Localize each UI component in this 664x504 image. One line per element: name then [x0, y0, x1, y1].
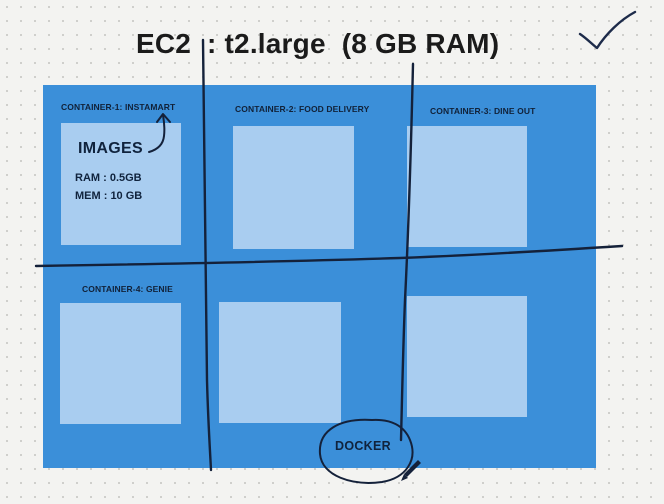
images-annotation: IMAGES: [78, 140, 143, 157]
container-3-label: CONTAINER-3: DINE OUT: [430, 106, 536, 116]
container-2-label: CONTAINER-2: FOOD DELIVERY: [235, 104, 370, 114]
container-6-box: [407, 296, 527, 417]
container-3-box: [407, 126, 527, 247]
ram-spec: RAM : 0.5GB: [75, 172, 142, 184]
container-1-label: CONTAINER-1: INSTAMART: [61, 102, 176, 112]
container-5-box: [219, 302, 341, 423]
mem-spec: MEM : 10 GB: [75, 190, 143, 202]
docker-label: DOCKER: [335, 439, 391, 453]
checkmark-icon: [578, 10, 637, 50]
container-4-label: CONTAINER-4: GENIE: [82, 284, 173, 294]
container-2-box: [233, 126, 354, 249]
page-title: EC2 : t2.large (8 GB RAM): [136, 28, 500, 59]
container-4-box: [60, 303, 181, 424]
